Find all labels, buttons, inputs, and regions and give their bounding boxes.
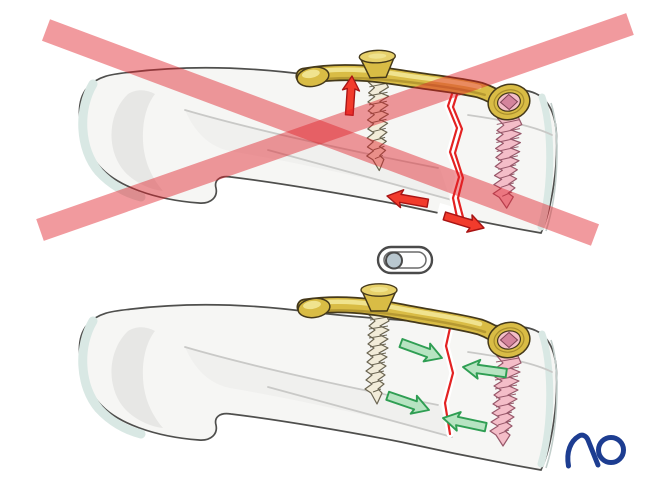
panel-correct-technique xyxy=(79,284,556,470)
panel-incorrect-technique xyxy=(36,13,634,246)
ao-logo: AO xyxy=(565,432,626,469)
prohibition-cross-icon xyxy=(36,13,634,246)
fracture-line xyxy=(443,317,455,436)
oblong-compression-hole-icon xyxy=(376,245,434,275)
fracture-line xyxy=(446,86,466,224)
